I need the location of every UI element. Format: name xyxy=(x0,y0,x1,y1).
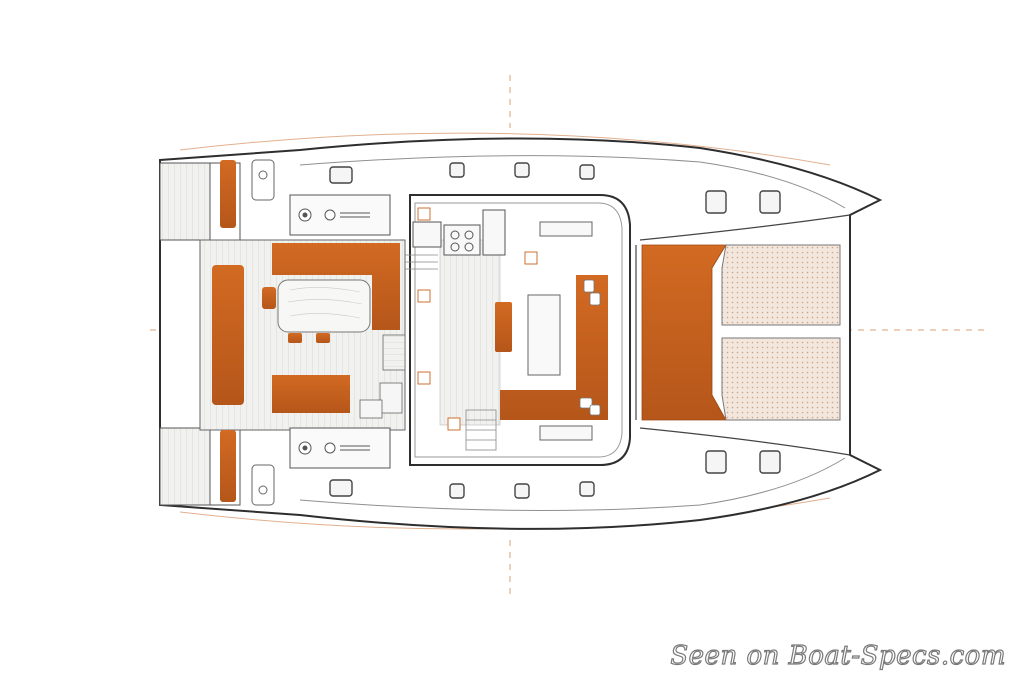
aft-bench-cushion xyxy=(212,265,244,405)
galley xyxy=(412,209,506,256)
aft-bulkhead-details xyxy=(359,334,406,419)
table-grain xyxy=(287,287,363,319)
cockpit-seat-upper xyxy=(272,243,400,330)
galley-steps xyxy=(405,254,438,270)
saloon-floor xyxy=(439,239,501,426)
bow-lines xyxy=(635,214,851,456)
stool-2 xyxy=(288,333,302,343)
deck-hatches xyxy=(329,162,781,499)
saloon-ottoman xyxy=(495,302,512,352)
cockpit-seat-lower-back xyxy=(272,375,350,413)
companionway-steps xyxy=(465,409,497,451)
stern-seat-top xyxy=(220,160,236,228)
trampoline-upper xyxy=(721,244,841,326)
stern-seat-bottom xyxy=(220,430,236,502)
cushions-pillows xyxy=(579,279,601,416)
saloon-table xyxy=(527,294,561,376)
inner-hull-lines xyxy=(299,155,846,511)
trampoline-lower xyxy=(721,337,841,421)
cockpit-table xyxy=(277,279,371,333)
stool-1 xyxy=(262,287,276,309)
stool-3 xyxy=(316,333,330,343)
stern-fittings xyxy=(251,159,275,506)
saloon-inner xyxy=(414,202,623,458)
watermark-text: Seen on Boat-Specs.com xyxy=(670,640,1006,671)
appliance-icons xyxy=(417,207,538,431)
saloon-sofa xyxy=(500,275,608,420)
helm-station-top xyxy=(289,194,391,236)
helm-station-bottom xyxy=(289,427,391,469)
saloon-windows xyxy=(539,221,593,441)
